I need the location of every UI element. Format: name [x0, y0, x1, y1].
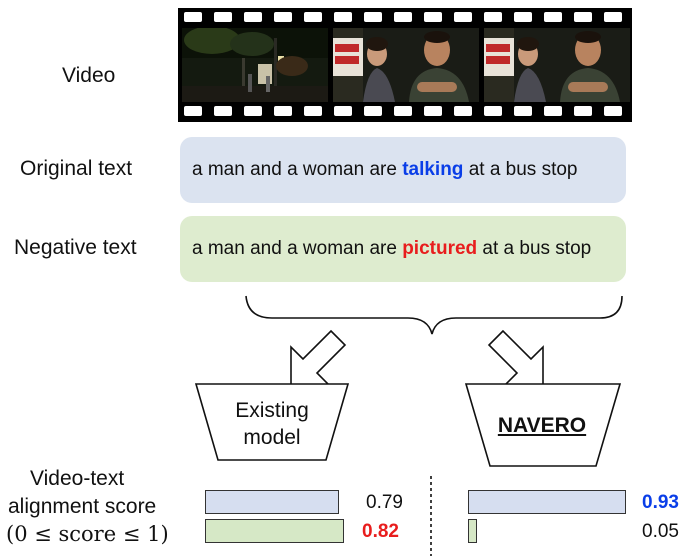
film-perforations-top	[178, 12, 632, 24]
navero-original-bar	[468, 490, 626, 514]
video-label: Video	[62, 64, 116, 87]
down-right-arrow-icon	[487, 329, 544, 386]
negative-highlight-word: pictured	[402, 238, 478, 259]
existing-model-label-line2: model	[243, 426, 301, 449]
curly-brace-icon	[245, 295, 623, 335]
negative-text-after: at a bus stop	[477, 238, 592, 259]
existing-model-label-line1: Existing	[235, 399, 309, 422]
score-label-line2: alignment score	[8, 495, 157, 518]
original-text-label: Original text	[20, 157, 133, 180]
original-text-after: at a bus stop	[463, 159, 578, 180]
original-highlight-word: talking	[402, 159, 464, 180]
navero-original-score: 0.93	[642, 492, 679, 513]
score-label-line1: Video-text	[30, 467, 125, 490]
original-text-box: a man and a woman are talking at a bus s…	[180, 137, 626, 203]
existing-model-trapezoid	[194, 383, 350, 461]
video-frame-2	[333, 28, 479, 102]
existing-negative-score: 0.82	[362, 521, 399, 542]
score-range-label: (0 ≤ score ≤ 1)	[6, 522, 169, 546]
existing-original-score: 0.79	[366, 492, 403, 513]
original-text-before: a man and a woman are	[192, 159, 403, 180]
negative-text-box: a man and a woman are pictured at a bus …	[180, 216, 626, 282]
video-frame-1	[182, 28, 328, 102]
existing-original-bar	[205, 490, 339, 514]
existing-negative-bar	[205, 519, 344, 543]
film-perforations-bottom	[178, 106, 632, 118]
navero-negative-bar	[468, 519, 477, 543]
navero-label: NAVERO	[497, 414, 587, 437]
down-left-arrow-icon	[290, 329, 347, 386]
video-filmstrip	[178, 8, 632, 122]
negative-text-before: a man and a woman are	[192, 238, 403, 259]
navero-trapezoid	[464, 383, 622, 467]
video-frame-3	[484, 28, 630, 102]
negative-text-label: Negative text	[14, 236, 137, 259]
navero-negative-score: 0.05	[642, 521, 679, 542]
